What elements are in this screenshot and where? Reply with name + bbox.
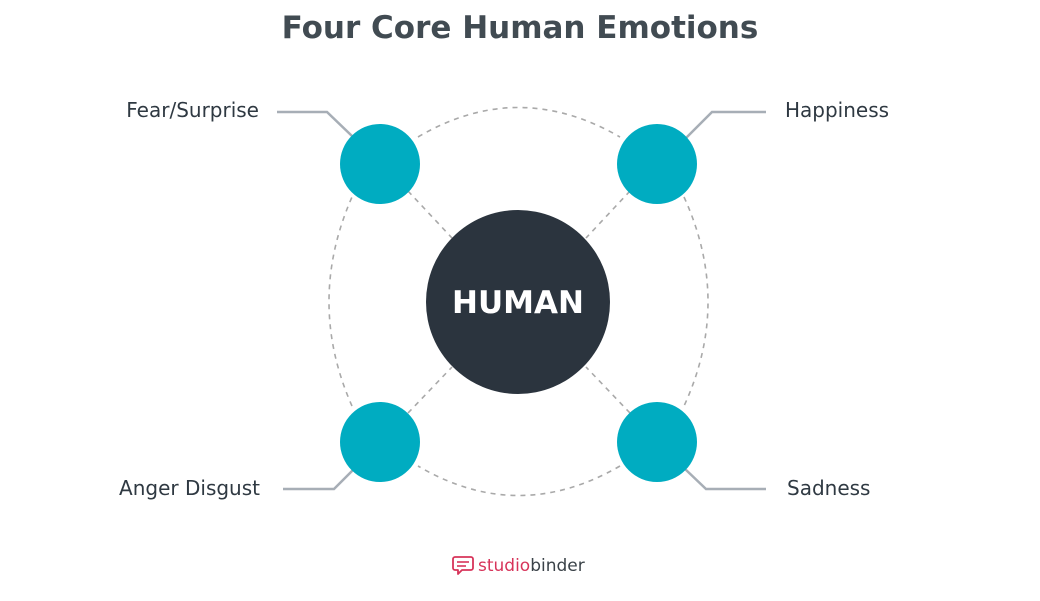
node-fear-surprise xyxy=(340,124,420,204)
connector-anger-disgust xyxy=(283,467,356,491)
page-title: Four Core Human Emotions xyxy=(282,10,759,46)
spoke-anger-disgust xyxy=(407,366,453,414)
connector-fear-surprise xyxy=(277,110,353,137)
center-node xyxy=(426,210,610,394)
label-connectors xyxy=(277,110,766,491)
label-fear-surprise: Fear/Surprise xyxy=(126,98,259,122)
spoke-happiness xyxy=(585,190,631,239)
ring-arc-left xyxy=(328,196,353,407)
spoke-sadness xyxy=(585,366,631,414)
node-anger-disgust xyxy=(340,402,420,482)
label-happiness: Happiness xyxy=(785,98,889,122)
center-label: HUMAN xyxy=(452,285,584,321)
ring-arc-right xyxy=(683,196,709,407)
node-happiness xyxy=(617,124,697,204)
ring-arc-bottom xyxy=(417,465,621,497)
outer-ring xyxy=(328,106,709,497)
label-anger-disgust: Anger Disgust xyxy=(119,476,260,500)
spokes xyxy=(407,190,631,414)
brand-name-studio: studio xyxy=(478,556,530,576)
label-sadness: Sadness xyxy=(787,476,870,500)
connector-happiness xyxy=(685,110,766,139)
node-sadness xyxy=(617,402,697,482)
connector-sadness xyxy=(683,467,766,491)
brand-name-binder: binder xyxy=(530,556,585,576)
spoke-fear-surprise xyxy=(407,190,453,239)
speech-bubble-icon xyxy=(452,556,474,575)
svg-text:studiobinder: studiobinder xyxy=(478,556,585,576)
ring-arc-top xyxy=(417,106,621,138)
brand-logo: studiobinder xyxy=(452,556,585,576)
